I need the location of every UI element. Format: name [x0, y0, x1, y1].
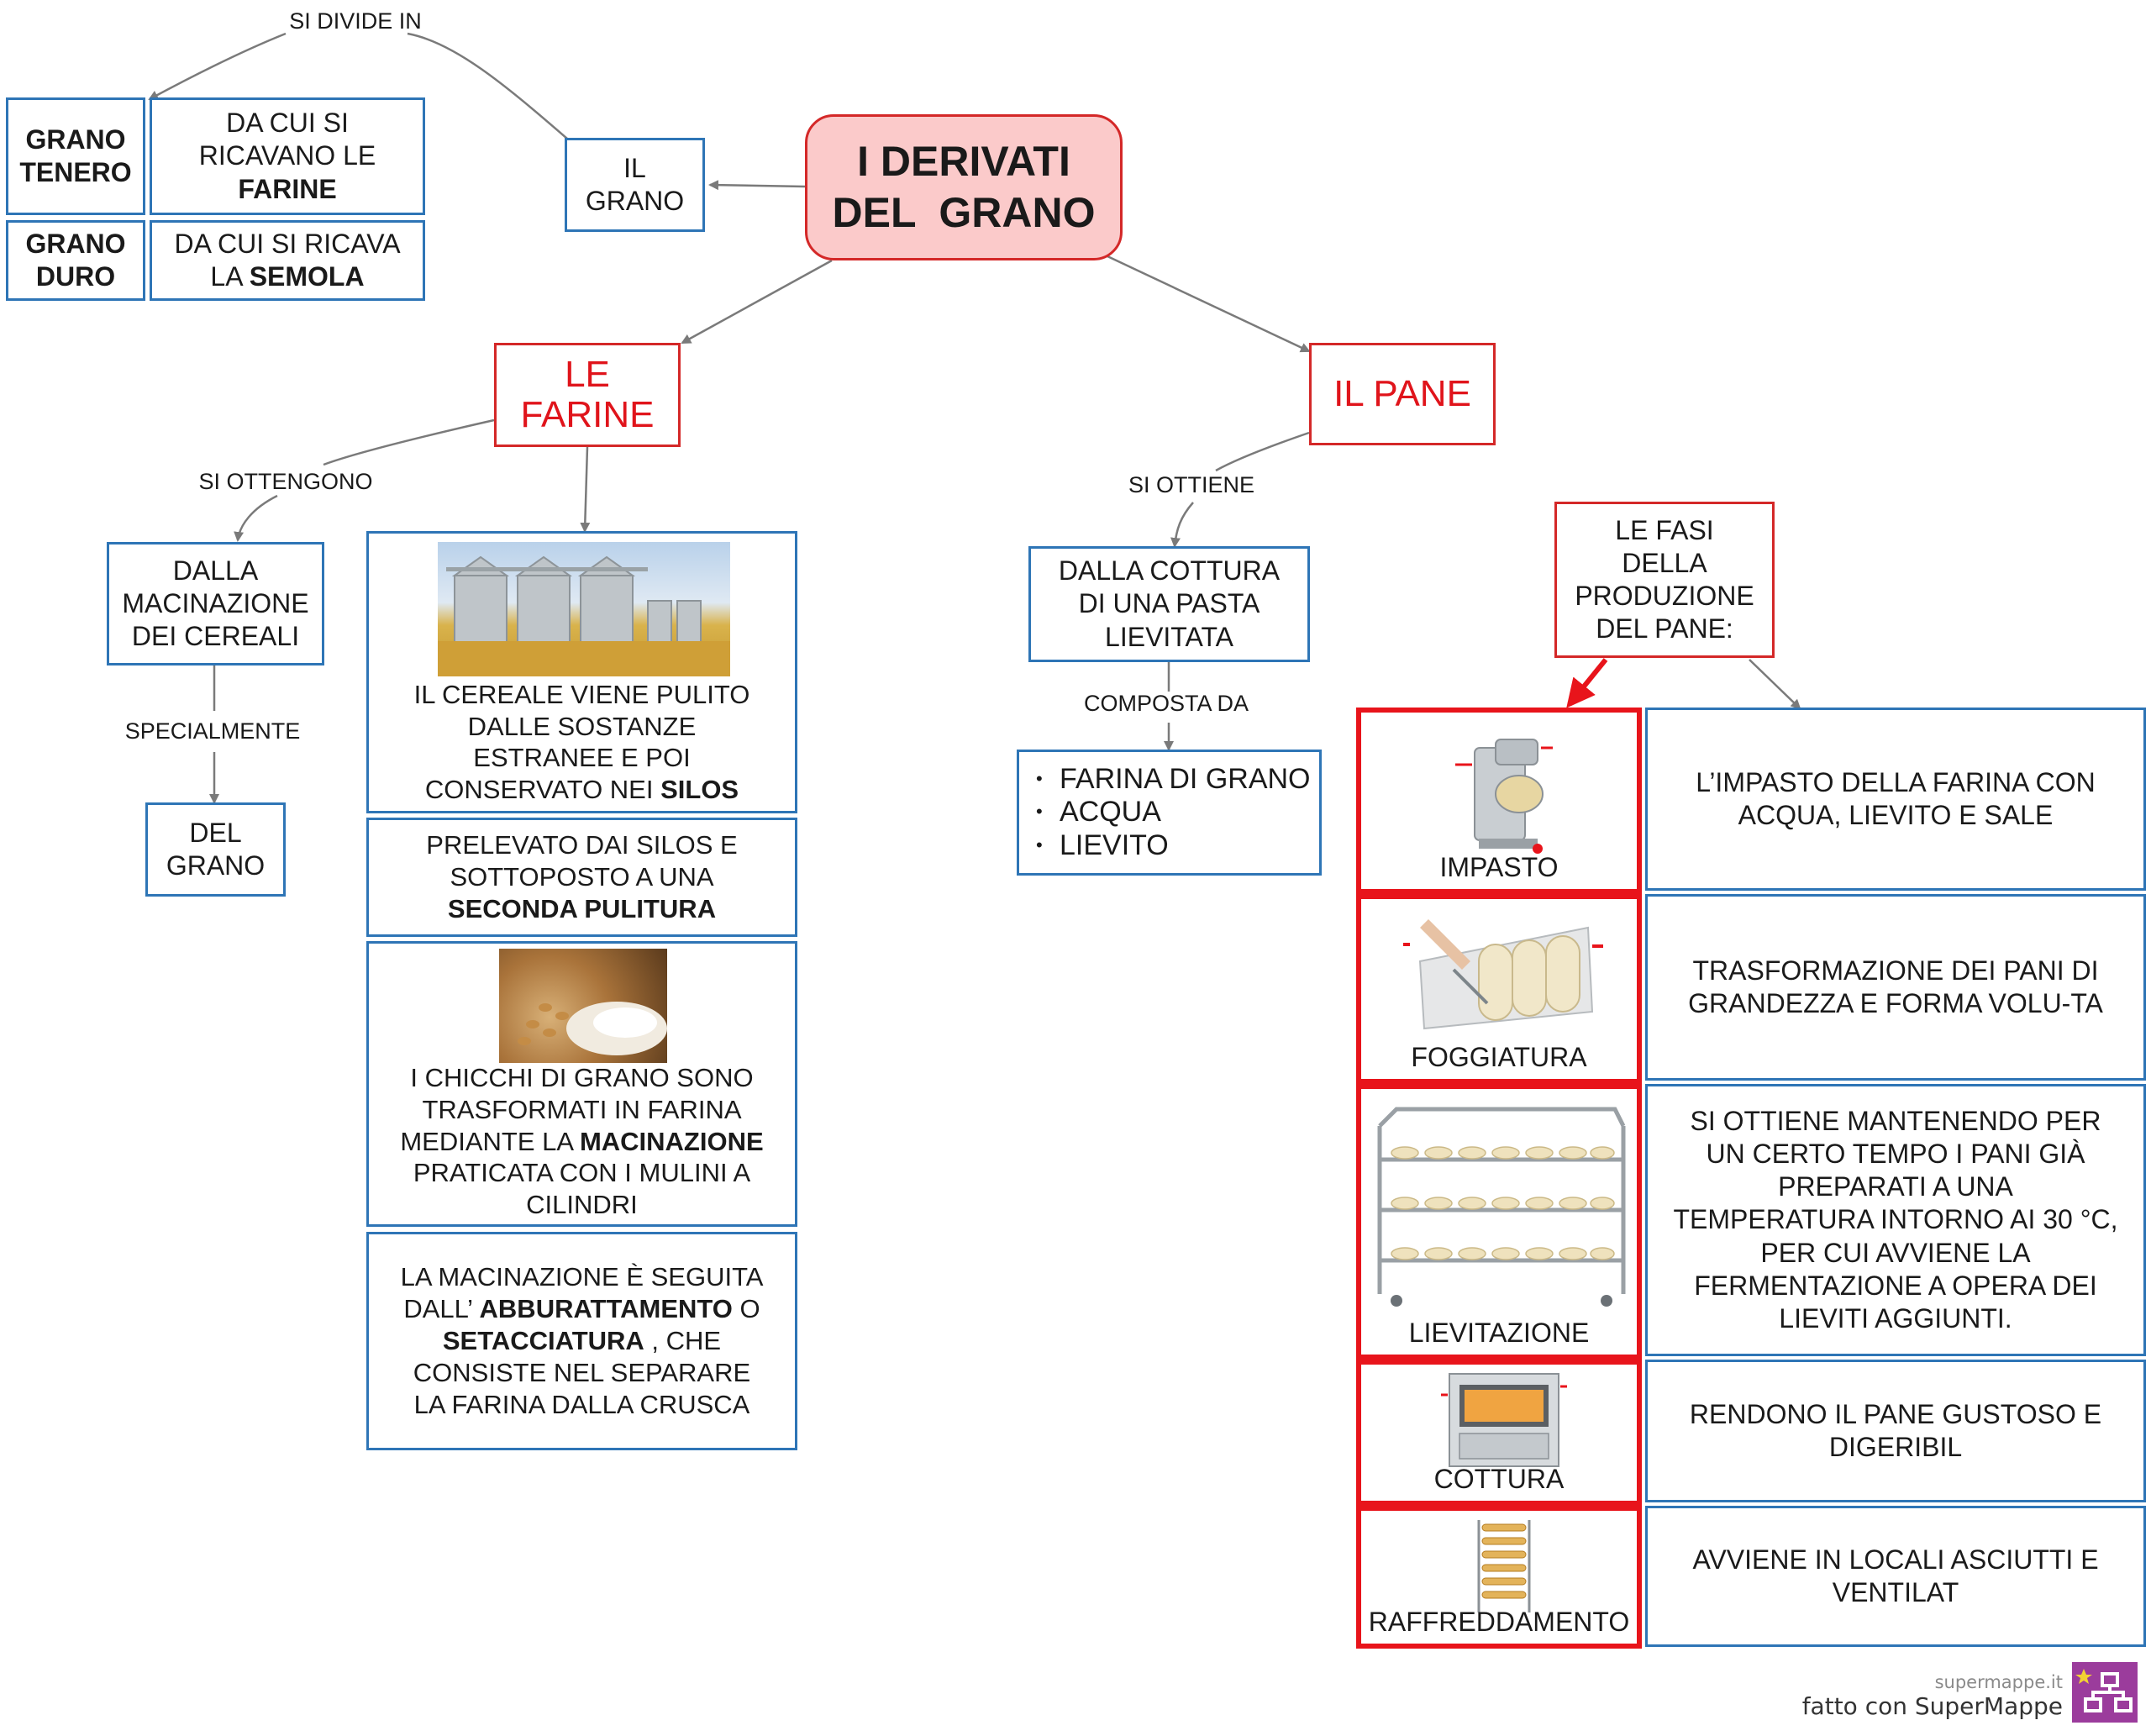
phase-impasto-cell: IMPASTO	[1356, 708, 1642, 894]
silos-step-bold: SILOS	[660, 775, 739, 805]
phase-cottura-label: COTTURA	[1433, 1463, 1565, 1494]
pulitura-step-text: PRELEVATO DAI SILOS E SOTTOPOSTO A UNA	[426, 830, 738, 892]
grano-tenero-desc-bold: FARINE	[238, 173, 337, 204]
grano-tenero-label: GRANO TENERO	[19, 124, 132, 187]
cooling-rack-icon	[1477, 1520, 1531, 1612]
farine-step-abburattamento: LA MACINAZIONE È SEGUITA DALL’ ABBURATTA…	[366, 1232, 797, 1450]
silos-image	[438, 542, 730, 676]
setacciatura-bold: SETACCIATURA	[442, 1326, 644, 1356]
ingredients-node: FARINA DI GRANO ACQUA LIEVITO	[1017, 750, 1322, 876]
abburattamento-suffix: , CHE CONSISTE NEL SEPARARE LA FARINA DA…	[413, 1326, 751, 1419]
macinazione-step-suffix: PRATICATA CON I MULINI A CILINDRI	[413, 1158, 751, 1220]
macinazione-step-bold: MACINAZIONE	[579, 1126, 764, 1156]
abburattamento-mid: O	[739, 1294, 760, 1324]
del-grano-text: DEL GRANO	[166, 817, 266, 881]
grano-duro-label: GRANO DURO	[25, 228, 126, 292]
edge-label-si-divide-in: SI DIVIDE IN	[289, 8, 422, 34]
silos-step-text: IL CEREALE VIENE PULITO DALLE SOSTANZE E…	[413, 679, 750, 805]
farine-step-silos: IL CEREALE VIENE PULITO DALLE SOSTANZE E…	[366, 531, 797, 813]
grano-duro-desc: DA CUI SI RICAVA LA SEMOLA	[150, 220, 425, 301]
pulitura-step-bold: SECONDA PULITURA	[447, 893, 717, 923]
pane-origin-node: DALLA COTTURA DI UNA PASTA LIEVITATA	[1028, 546, 1310, 662]
grano-tenero-node: GRANO TENERO	[6, 97, 145, 215]
proofing-rack-icon	[1377, 1107, 1626, 1307]
supermappe-branding: supermappe.it fatto con SuperMappe	[1781, 1672, 2063, 1720]
phase-cottura-desc-text: RENDONO IL PANE GUSTOSO E DIGERIBIL	[1689, 1398, 2102, 1462]
grain-flour-image	[499, 949, 667, 1063]
del-grano-node: DEL GRANO	[145, 802, 286, 897]
title-line-2: DEL GRANO	[832, 189, 1096, 236]
phase-cottura-desc: RENDONO IL PANE GUSTOSO E DIGERIBIL	[1645, 1360, 2146, 1502]
phase-lievitazione-cell: LIEVITAZIONE	[1356, 1084, 1642, 1360]
footer-site: supermappe.it	[1934, 1672, 2063, 1692]
title-line-1: I DERIVATI	[857, 138, 1070, 185]
phase-cottura-cell: COTTURA	[1356, 1360, 1642, 1506]
grano-duro-node: GRANO DURO	[6, 220, 145, 301]
edge-label-specialmente: SPECIALMENTE	[124, 718, 301, 744]
supermappe-logo-icon	[2072, 1662, 2138, 1723]
grano-tenero-desc-text: DA CUI SI RICAVANO LE	[198, 108, 376, 171]
phase-raffreddamento-cell: RAFFREDDAMENTO	[1356, 1506, 1642, 1649]
farine-step-macinazione: I CHICCHI DI GRANO SONO TRASFORMATI IN F…	[366, 941, 797, 1227]
farine-origin-text: DALLA MACINAZIONE DEI CEREALI	[122, 555, 309, 652]
phase-foggiatura-desc-text: TRASFORMAZIONE DEI PANI DI GRANDEZZA E F…	[1688, 955, 2103, 1018]
phase-lievitazione-desc: SI OTTIENE MANTENENDO PER UN CERTO TEMPO…	[1645, 1084, 2146, 1356]
mixer-icon	[1455, 739, 1553, 854]
grano-duro-desc-text: DA CUI SI RICAVA LA	[174, 228, 401, 292]
pane-origin-text: DALLA COTTURA DI UNA PASTA LIEVITATA	[1058, 555, 1281, 652]
phase-foggiatura-desc: TRASFORMAZIONE DEI PANI DI GRANDEZZA E F…	[1645, 894, 2146, 1081]
il-pane-title: IL PANE	[1333, 372, 1471, 414]
edge-label-si-ottiene: SI OTTIENE	[1128, 472, 1255, 497]
abburattamento-bold: ABBURATTAMENTO	[479, 1294, 733, 1324]
farine-step-pulitura: PRELEVATO DAI SILOS E SOTTOPOSTO A UNA S…	[366, 818, 797, 937]
phase-lievitazione-desc-text: SI OTTIENE MANTENENDO PER UN CERTO TEMPO…	[1673, 1106, 2118, 1334]
phase-foggiatura-label: FOGGIATURA	[1411, 1041, 1587, 1072]
ingredient-item: LIEVITO	[1036, 829, 1311, 862]
edge-label-si-ottengono: SI OTTENGONO	[198, 469, 373, 494]
footer-credit: fatto con SuperMappe	[1801, 1692, 2063, 1720]
phase-raffreddamento-label: RAFFREDDAMENTO	[1368, 1606, 1630, 1637]
farine-origin-node: DALLA MACINAZIONE DEI CEREALI	[107, 542, 324, 665]
phase-lievitazione-label: LIEVITAZIONE	[1408, 1317, 1590, 1348]
abburattamento-text: LA MACINAZIONE È SEGUITA DALL’	[400, 1262, 764, 1324]
phase-impasto-label: IMPASTO	[1439, 851, 1559, 882]
oven-icon	[1441, 1373, 1567, 1467]
phase-raffreddamento-desc-text: AVVIENE IN LOCALI ASCIUTTI E VENTILAT	[1692, 1544, 2099, 1607]
phase-impasto-desc: L’IMPASTO DELLA FARINA CON ACQUA, LIEVIT…	[1645, 708, 2146, 891]
il-grano-node: IL GRANO	[565, 138, 705, 232]
il-grano-text: IL GRANO	[585, 152, 685, 216]
shaping-icon	[1403, 919, 1603, 1030]
le-farine-title: LE FARINE	[520, 353, 655, 435]
phase-impasto-desc-text: L’IMPASTO DELLA FARINA CON ACQUA, LIEVIT…	[1696, 766, 2096, 830]
edge-label-composta-da: COMPOSTA DA	[1083, 691, 1249, 716]
il-pane-node: IL PANE	[1309, 343, 1496, 445]
grano-duro-desc-bold: SEMOLA	[249, 261, 365, 292]
ingredient-item: ACQUA	[1036, 796, 1311, 829]
phases-title-node: LE FASI DELLA PRODUZIONE DEL PANE:	[1554, 502, 1775, 658]
phases-title-text: LE FASI DELLA PRODUZIONE DEL PANE:	[1575, 514, 1754, 644]
main-title-node: I DERIVATI DEL GRANO	[805, 114, 1123, 260]
le-farine-node: LE FARINE	[494, 343, 681, 447]
ingredient-item: FARINA DI GRANO	[1036, 763, 1310, 796]
phase-foggiatura-cell: FOGGIATURA	[1356, 894, 1642, 1084]
phase-raffreddamento-desc: AVVIENE IN LOCALI ASCIUTTI E VENTILAT	[1645, 1506, 2146, 1647]
macinazione-step-text: I CHICCHI DI GRANO SONO TRASFORMATI IN F…	[400, 1062, 754, 1156]
